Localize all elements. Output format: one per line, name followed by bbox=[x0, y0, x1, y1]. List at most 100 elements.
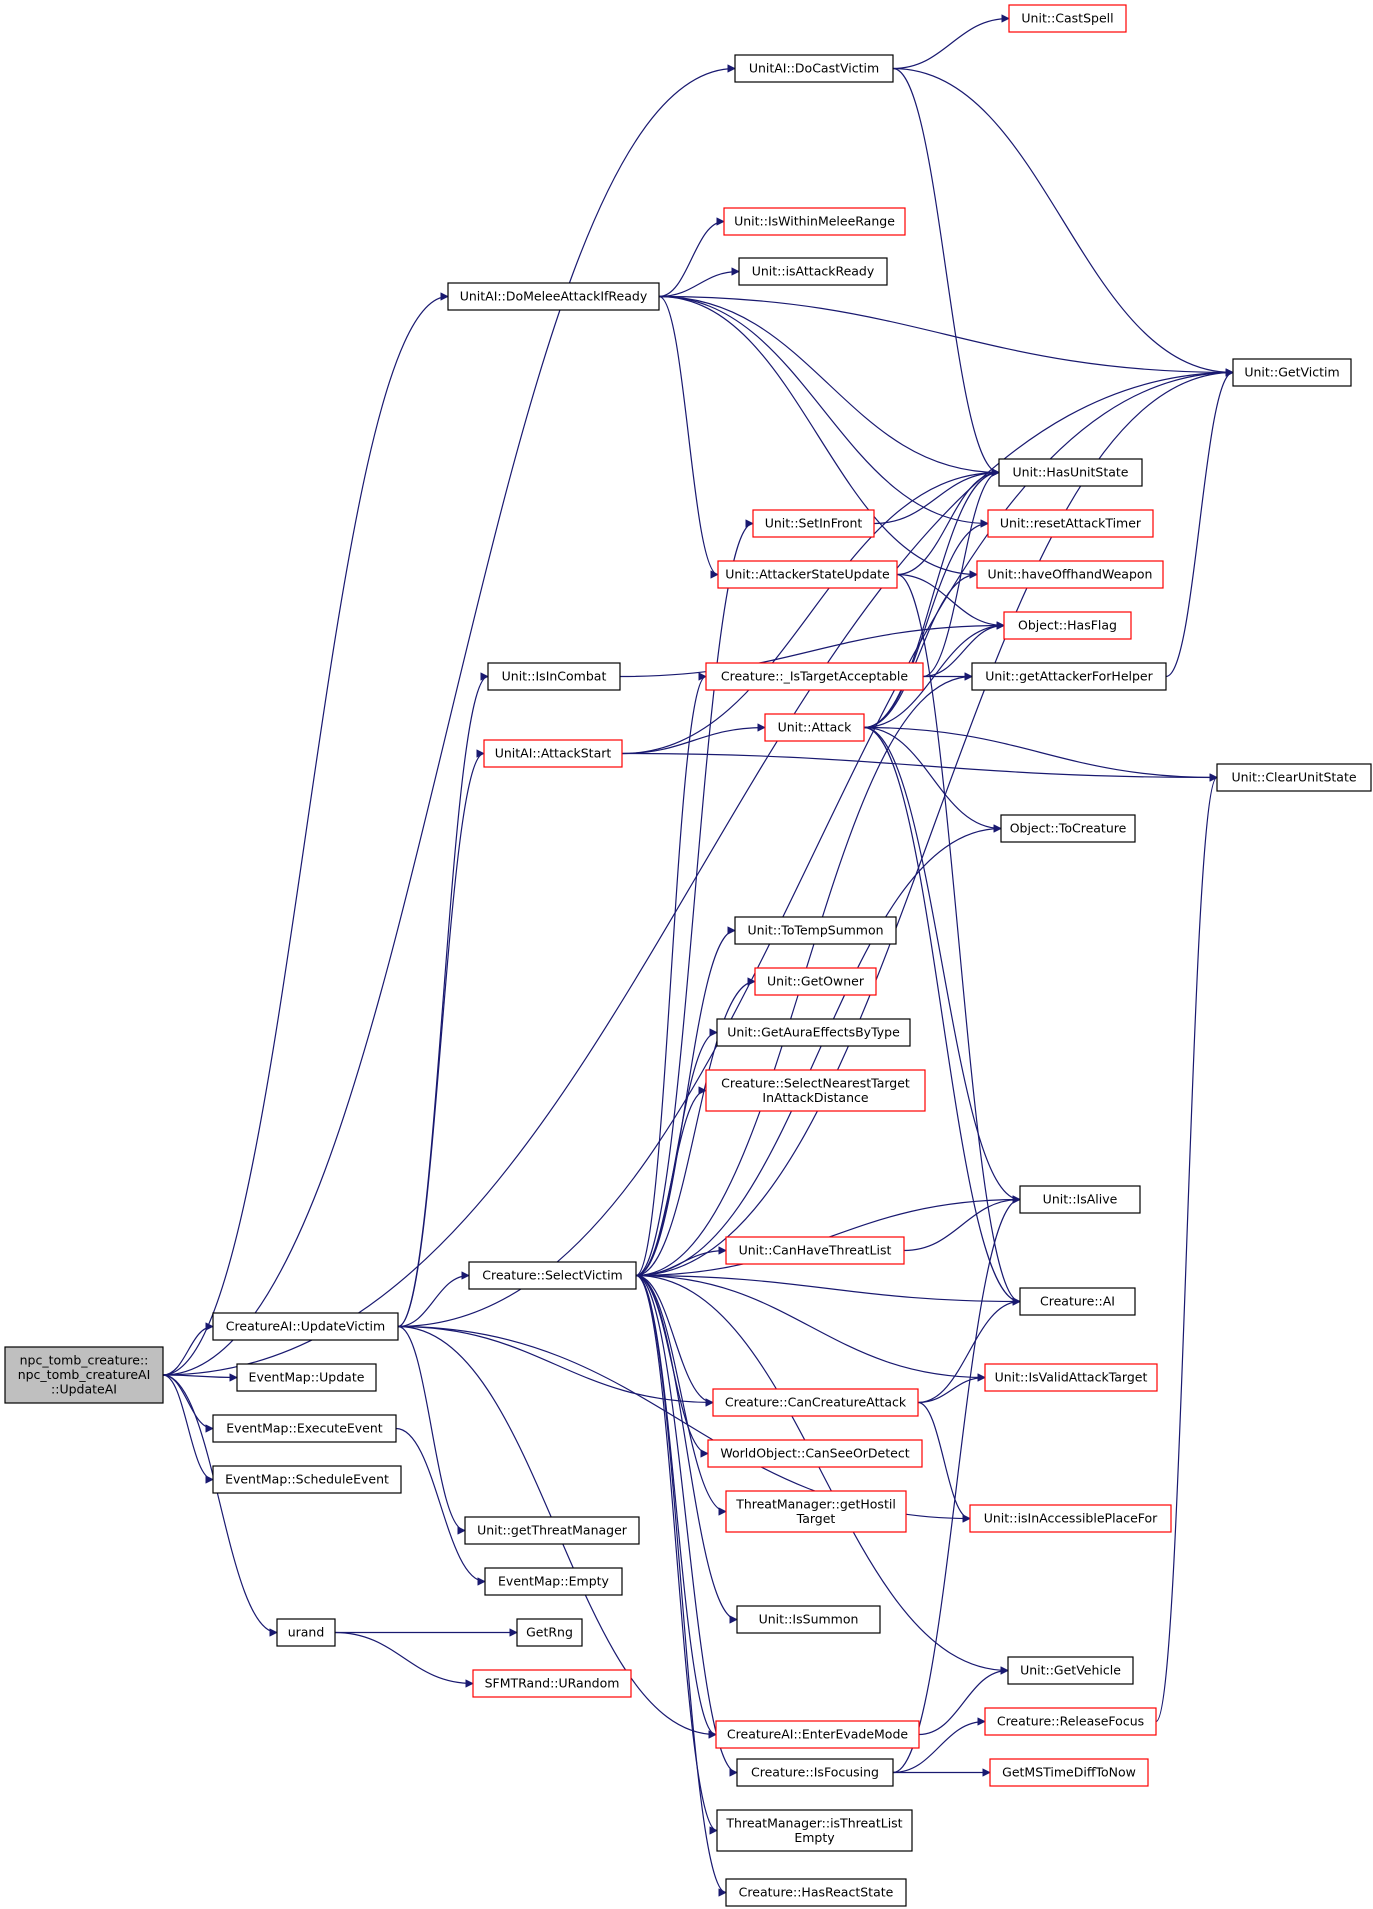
node-scheduleevent[interactable]: EventMap::ScheduleEvent bbox=[212, 1465, 402, 1494]
node-getmstime[interactable]: GetMSTimeDiffToNow bbox=[989, 1758, 1149, 1787]
node-label: npc_tomb_creature:: bbox=[20, 1353, 149, 1368]
node-label: Unit::GetVehicle bbox=[1020, 1663, 1121, 1678]
edge-root-to-eventupdate bbox=[162, 1373, 238, 1382]
node-urand[interactable]: urand bbox=[276, 1618, 336, 1647]
node-label: Unit::haveOffhandWeapon bbox=[988, 567, 1153, 582]
node-label: GetRng bbox=[526, 1625, 573, 1640]
node-releasefocus[interactable]: Creature::ReleaseFocus bbox=[984, 1707, 1157, 1736]
node-getattackerhelper[interactable]: Unit::getAttackerForHelper bbox=[971, 662, 1167, 691]
node-label: InAttackDistance bbox=[762, 1090, 868, 1105]
node-hasflag[interactable]: Object::HasFlag bbox=[1003, 611, 1132, 640]
node-attack[interactable]: Unit::Attack bbox=[764, 713, 865, 742]
node-getrng[interactable]: GetRng bbox=[516, 1618, 583, 1647]
node-label: EventMap::Empty bbox=[498, 1574, 610, 1589]
edge-selectvictim-to-getvehicle bbox=[635, 1274, 1009, 1675]
node-isalive[interactable]: Unit::IsAlive bbox=[1019, 1185, 1141, 1214]
node-istarget[interactable]: Creature::_IsTargetAcceptable bbox=[705, 662, 924, 691]
edge-selectvictim-to-getvictim bbox=[635, 368, 1234, 1277]
node-castspell[interactable]: Unit::CastSpell bbox=[1008, 4, 1127, 33]
node-label: Unit::GetAuraEffectsByType bbox=[727, 1025, 900, 1040]
node-iswithin[interactable]: Unit::IsWithinMeleeRange bbox=[723, 207, 906, 236]
node-issummon[interactable]: Unit::IsSummon bbox=[736, 1605, 881, 1634]
node-box bbox=[736, 1758, 894, 1787]
node-updatevictim[interactable]: CreatureAI::UpdateVictim bbox=[212, 1312, 399, 1341]
edge-selectvictim-to-isfocusing bbox=[635, 1274, 738, 1777]
edge-attack-to-tocreature bbox=[863, 726, 1002, 833]
edge-root-to-scheduleevent bbox=[162, 1374, 214, 1484]
node-cancreatureattack[interactable]: Creature::CanCreatureAttack bbox=[712, 1388, 919, 1417]
edge-selectvictim-to-isthreatempty bbox=[635, 1274, 718, 1835]
node-box bbox=[976, 560, 1164, 589]
node-box bbox=[707, 1439, 923, 1468]
node-label: Unit::Attack bbox=[778, 720, 853, 735]
node-box bbox=[447, 282, 660, 311]
node-label: Unit::IsWithinMeleeRange bbox=[734, 214, 895, 229]
edge-canhavethreat-to-isalive bbox=[903, 1195, 1021, 1252]
node-box bbox=[754, 967, 877, 996]
node-totemp[interactable]: Unit::ToTempSummon bbox=[734, 916, 897, 945]
node-docast[interactable]: UnitAI::DoCastVictim bbox=[734, 54, 894, 83]
node-creatureai[interactable]: Creature::AI bbox=[1019, 1287, 1136, 1316]
node-domelee[interactable]: UnitAI::DoMeleeAttackIfReady bbox=[447, 282, 660, 311]
edge-cancreatureattack-to-creatureai bbox=[917, 1297, 1021, 1404]
node-haveoffhand[interactable]: Unit::haveOffhandWeapon bbox=[976, 560, 1164, 589]
node-label: ThreatManager::getHostil bbox=[735, 1496, 896, 1511]
node-selectnearest[interactable]: Creature::SelectNearestTargetInAttackDis… bbox=[705, 1069, 926, 1112]
edge-getattackerhelper-to-getvictim bbox=[1165, 368, 1234, 678]
node-canseeordetect[interactable]: WorldObject::CanSeeOrDetect bbox=[707, 1439, 923, 1468]
node-label: Creature::SelectNearestTarget bbox=[721, 1075, 910, 1090]
node-box bbox=[212, 1465, 402, 1494]
node-box bbox=[969, 1504, 1172, 1533]
node-box bbox=[1232, 358, 1352, 387]
node-isfocusing[interactable]: Creature::IsFocusing bbox=[736, 1758, 894, 1787]
node-label: Unit::ClearUnitState bbox=[1231, 770, 1356, 785]
edge-selectvictim-to-isvalidattack bbox=[635, 1274, 986, 1382]
node-getaura[interactable]: Unit::GetAuraEffectsByType bbox=[716, 1018, 911, 1047]
edge-attack-to-resetattack bbox=[863, 519, 989, 729]
node-getvehicle[interactable]: Unit::GetVehicle bbox=[1007, 1656, 1134, 1685]
node-isvalidattack[interactable]: Unit::IsValidAttackTarget bbox=[984, 1363, 1158, 1392]
node-clearunitstate[interactable]: Unit::ClearUnitState bbox=[1216, 763, 1372, 792]
node-attackstart[interactable]: UnitAI::AttackStart bbox=[483, 739, 623, 768]
node-isattackready[interactable]: Unit::isAttackReady bbox=[738, 257, 888, 286]
node-setinfront[interactable]: Unit::SetInFront bbox=[752, 509, 875, 538]
edge-urand-to-urandom bbox=[334, 1631, 474, 1688]
node-eventempty[interactable]: EventMap::Empty bbox=[484, 1567, 623, 1596]
node-resetattack[interactable]: Unit::resetAttackTimer bbox=[987, 509, 1154, 538]
edge-attack-to-hasflag bbox=[863, 621, 1005, 729]
graph-nodes: npc_tomb_creature::npc_tomb_creatureAI::… bbox=[4, 4, 1372, 1907]
edge-attackerstate-to-hasunitstate bbox=[896, 468, 1000, 576]
node-attackerstate[interactable]: Unit::AttackerStateUpdate bbox=[717, 560, 898, 589]
node-root[interactable]: npc_tomb_creature::npc_tomb_creatureAI::… bbox=[4, 1346, 164, 1404]
node-isincombat[interactable]: Unit::IsInCombat bbox=[487, 662, 621, 691]
node-getvictim[interactable]: Unit::GetVictim bbox=[1232, 358, 1352, 387]
node-isinaccessible[interactable]: Unit::isInAccessiblePlaceFor bbox=[969, 1504, 1172, 1533]
node-enterevade[interactable]: CreatureAI::EnterEvadeMode bbox=[715, 1720, 920, 1749]
node-tocreature[interactable]: Object::ToCreature bbox=[1000, 814, 1136, 843]
edge-domelee-to-haveoffhand bbox=[658, 295, 978, 579]
node-label: Unit::isAttackReady bbox=[752, 264, 875, 279]
node-box bbox=[725, 1236, 905, 1265]
edge-selectvictim-to-getowner bbox=[635, 977, 756, 1277]
node-hasreactstate[interactable]: Creature::HasReactState bbox=[725, 1878, 907, 1907]
node-label: Unit::getThreatManager bbox=[477, 1523, 628, 1538]
node-box bbox=[971, 662, 1167, 691]
edge-attack-to-creatureai bbox=[863, 726, 1021, 1306]
node-getowner[interactable]: Unit::GetOwner bbox=[754, 967, 877, 996]
node-canhavethreat[interactable]: Unit::CanHaveThreatList bbox=[725, 1236, 905, 1265]
node-selectvictim[interactable]: Creature::SelectVictim bbox=[468, 1261, 637, 1290]
node-urandom[interactable]: SFMTRand::URandom bbox=[472, 1669, 632, 1698]
node-box bbox=[716, 1809, 913, 1852]
node-hasunitstate[interactable]: Unit::HasUnitState bbox=[998, 458, 1143, 487]
edge-root-to-updatevictim bbox=[162, 1322, 214, 1376]
edge-updatevictim-to-isinaccessible bbox=[397, 1325, 971, 1523]
node-box bbox=[723, 207, 906, 236]
node-eventupdate[interactable]: EventMap::Update bbox=[236, 1363, 377, 1392]
node-label: EventMap::ScheduleEvent bbox=[225, 1472, 389, 1487]
node-getthreatmgr[interactable]: Unit::getThreatManager bbox=[464, 1516, 640, 1545]
node-executeevent[interactable]: EventMap::ExecuteEvent bbox=[212, 1414, 397, 1443]
node-label: CreatureAI::UpdateVictim bbox=[226, 1319, 385, 1334]
edge-attackstart-to-hasunitstate bbox=[621, 468, 1000, 755]
